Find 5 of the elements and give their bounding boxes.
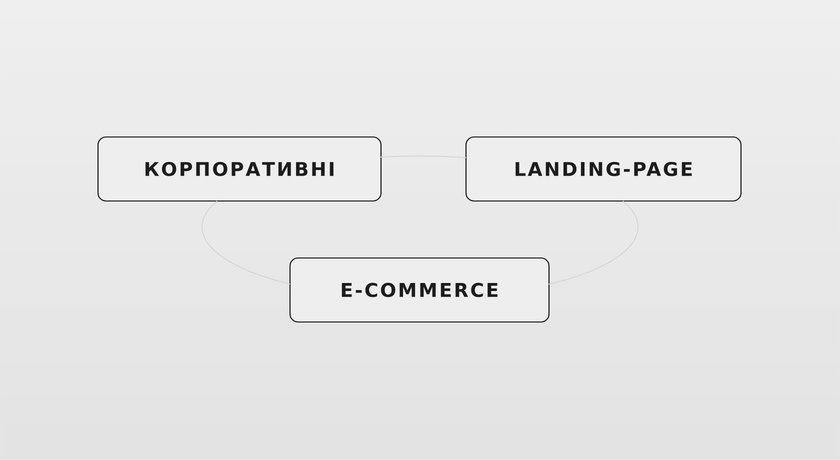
connector-line	[202, 200, 291, 284]
connector-line	[548, 200, 638, 285]
text-box: E-COMMERCE	[289, 257, 550, 323]
text-box: КОРПОРАТИВНІ	[97, 136, 382, 202]
text-box: LANDING-PAGE	[465, 136, 742, 202]
